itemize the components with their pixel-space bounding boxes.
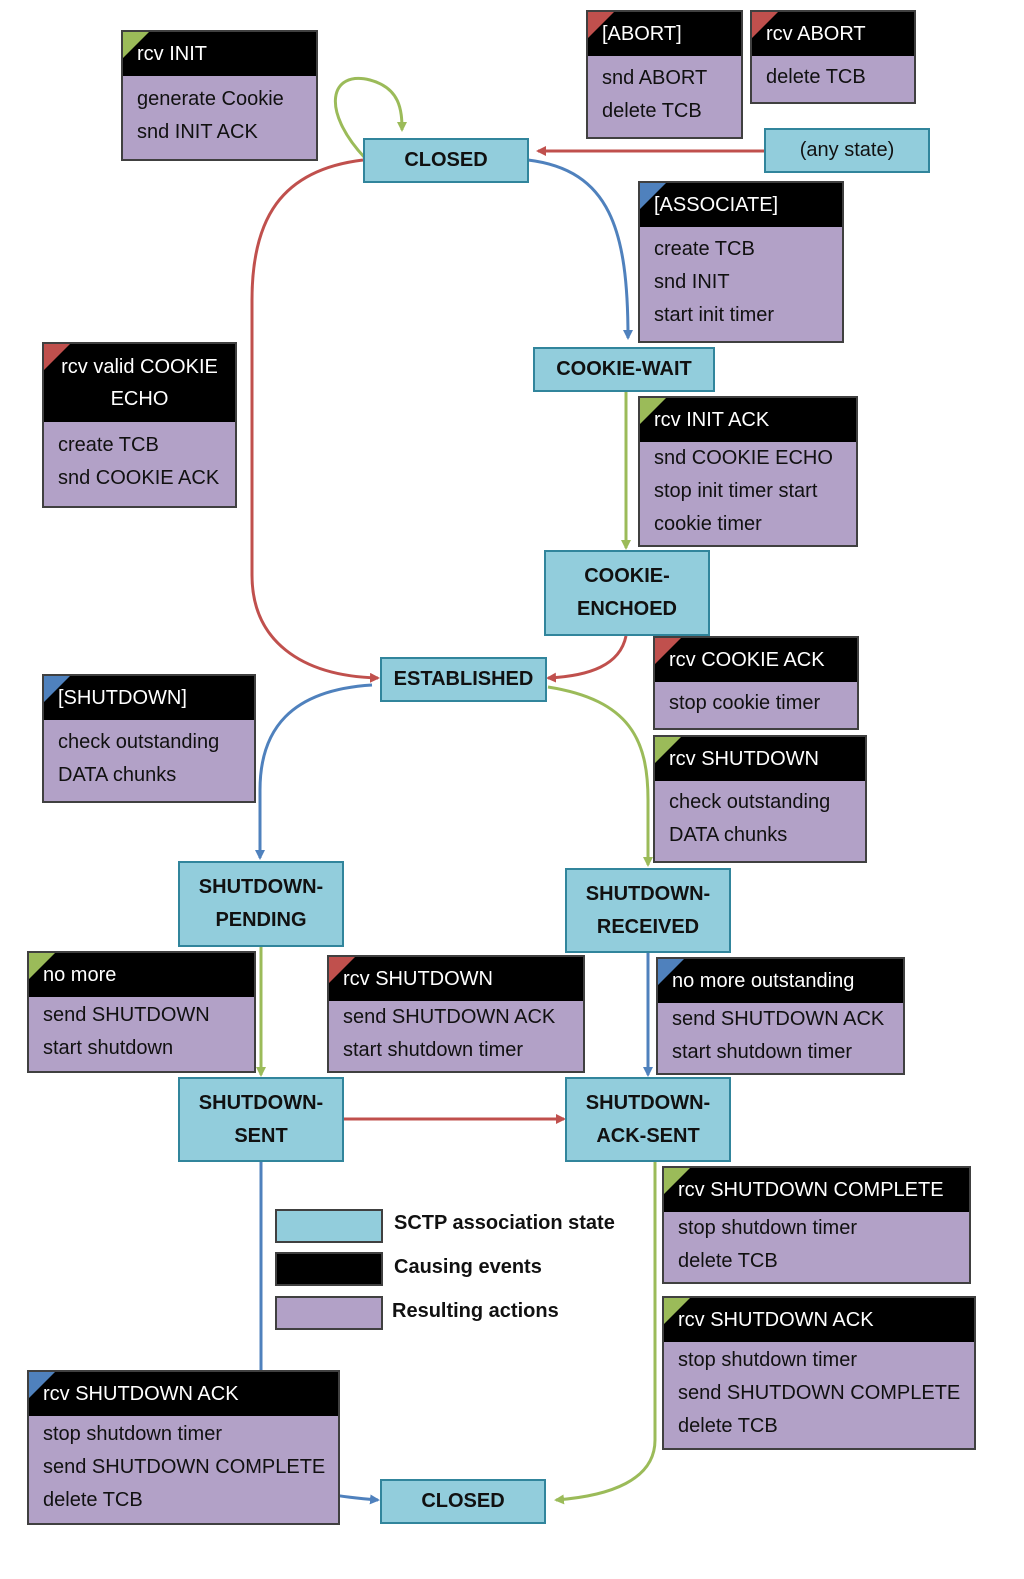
state-label: CLOSED [404,149,488,171]
state-label: RECEIVED [596,915,700,938]
state-label: ACK-SENT [596,1124,700,1147]
state-label: ENCHOED [576,598,677,620]
state-closed-bottom: CLOSED [380,1479,546,1524]
state-cookie-echoed: COOKIE- ENCHOED [544,550,710,636]
transition-rcv-shutdown-complete: rcv SHUTDOWN COMPLETE stop shutdown time… [662,1166,971,1284]
action-list: stop cookie timer [669,691,821,714]
arrow-closed-to-established [250,158,380,683]
legend-state-label: SCTP association state [394,1212,615,1234]
red-corner-icon [655,638,681,664]
state-shutdown-pending: SHUTDOWN- PENDING [178,861,344,947]
arrow-established-to-shutdown-pending [255,683,373,860]
state-label: SENT [234,1124,288,1147]
state-any-state: (any state) [764,128,930,173]
event-label: [ASSOCIATE] [640,183,842,227]
arrow-closed-to-cookie-wait [527,158,633,340]
state-cookie-wait: COOKIE-WAIT [533,347,715,392]
event-label: rcv SHUTDOWN [329,957,583,1001]
event-label: rcv SHUTDOWN [655,737,865,781]
event-label: rcv ABORT [752,12,914,56]
legend-event-label: Causing events [394,1256,542,1278]
green-corner-icon [664,1168,690,1194]
state-label: CLOSED [421,1490,505,1512]
green-corner-icon [640,398,666,424]
event-label: rcv INIT ACK [640,398,856,442]
blue-corner-icon [29,1372,55,1398]
event-label: no more outstanding [658,959,903,1003]
state-label: COOKIE- [584,565,670,587]
green-corner-icon [664,1298,690,1324]
arrow-init-self-loop [333,77,407,160]
state-closed-top: CLOSED [363,138,529,183]
event-label: [SHUTDOWN] [44,676,254,720]
legend-event-swatch [275,1252,383,1286]
red-corner-icon [588,12,614,38]
event-label: rcv INIT [123,32,316,76]
transition-rcv-abort: rcv ABORT delete TCB [750,10,916,104]
event-label: rcv SHUTDOWN ACK [664,1298,974,1342]
event-label: rcv COOKIE ACK [655,638,857,682]
event-label: rcv SHUTDOWN ACK [29,1372,338,1416]
event-label: no more [29,953,254,997]
legend-state-swatch [275,1209,383,1243]
state-established: ESTABLISHED [380,657,547,702]
blue-corner-icon [44,676,70,702]
state-label: PENDING [215,909,307,931]
transition-rcv-cookie-ack: rcv COOKIE ACK stop cookie timer [653,636,859,730]
state-shutdown-sent: SHUTDOWN- SENT [178,1077,344,1162]
state-label: ESTABLISHED [393,668,534,690]
arrow-cookie-echoed-to-established [546,635,628,683]
blue-corner-icon [640,183,666,209]
state-label: COOKIE-WAIT [556,358,692,380]
legend-action-label: Resulting actions [392,1300,559,1322]
event-label: rcv SHUTDOWN COMPLETE [664,1168,969,1212]
arrow-established-to-shutdown-received [547,685,653,867]
red-corner-icon [329,957,355,983]
state-label: (any state) [799,139,895,161]
green-corner-icon [123,32,149,58]
state-shutdown-ack-sent: SHUTDOWN- ACK-SENT [565,1077,731,1162]
state-label: SHUTDOWN- [198,1091,324,1114]
action-list: delete TCB [766,65,866,88]
green-corner-icon [29,953,55,979]
state-label: SHUTDOWN- [198,876,324,898]
arrow-ack-sent-to-closed [554,1162,657,1505]
red-corner-icon [752,12,778,38]
green-corner-icon [655,737,681,763]
state-shutdown-received: SHUTDOWN- RECEIVED [565,868,731,953]
blue-corner-icon [658,959,684,985]
legend-action-swatch [275,1296,383,1330]
red-corner-icon [44,344,70,370]
state-label: SHUTDOWN- [585,882,711,905]
state-label: SHUTDOWN- [585,1091,711,1114]
